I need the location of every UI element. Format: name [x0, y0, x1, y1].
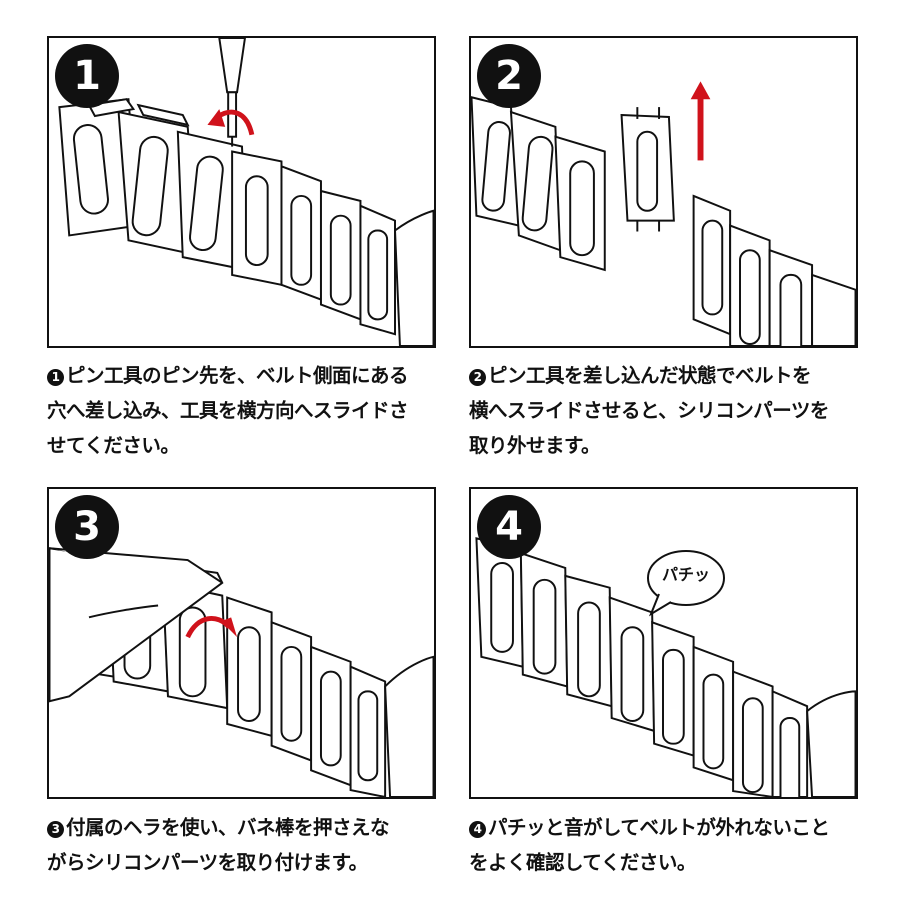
step-2-badge: 2 — [477, 44, 541, 108]
silicone-part — [620, 107, 675, 232]
step-4-illustration — [475, 537, 856, 797]
step-2-illustration — [471, 81, 856, 346]
caption-line: 取り外せます。 — [469, 434, 601, 457]
caption-line: せてください。 — [47, 434, 180, 457]
belt-link-right — [231, 150, 283, 286]
belt-link — [651, 620, 695, 757]
belt-link-right — [270, 620, 313, 762]
pin-tool-icon — [218, 38, 246, 147]
step-4-panel: 4 — [469, 487, 858, 799]
step-1-illustration — [58, 38, 434, 346]
belt-link — [608, 596, 656, 733]
belt-link-right — [692, 194, 732, 336]
curved-arrow-icon — [221, 617, 238, 638]
step-2-number-icon: 2 — [469, 369, 486, 386]
belt-link-right — [349, 665, 387, 797]
up-arrow-icon — [690, 81, 711, 161]
belt-link — [732, 670, 774, 797]
step-1-number-icon: 1 — [47, 369, 64, 386]
watch-case-edge — [393, 209, 434, 346]
step-4-badge: 4 — [477, 495, 541, 559]
belt-link-top — [136, 103, 190, 127]
caption-line-text: ピン工具のピン先を、ベルト側面にある — [66, 364, 409, 387]
caption-line: をよく確認してください。 — [469, 851, 696, 874]
belt-link-right — [729, 224, 771, 346]
caption-line-text: 付属のヘラを使い、バネ棒を押さえな — [66, 816, 390, 839]
step-1-badge: 1 — [55, 44, 119, 108]
belt-link-right — [359, 204, 396, 336]
step-3-badge: 3 — [55, 495, 119, 559]
caption-line-text: パチッと音がしてベルトが外れないこと — [488, 816, 830, 839]
watch-case-edge — [384, 655, 434, 797]
belt-link-right — [280, 164, 322, 302]
caption-line: 横へスライドさせると、シリコンパーツを — [469, 399, 829, 422]
belt-link — [564, 574, 613, 708]
belt-link — [519, 551, 569, 688]
watch-case-edge — [806, 690, 856, 797]
belt-link-right — [319, 189, 362, 321]
speech-bubble-text: パチッ — [661, 565, 710, 584]
caption-line: がらシリコンパーツを取り付けます。 — [47, 851, 368, 874]
caption-line: 穴へ差し込み、工具を横方向へスライドさ — [47, 399, 409, 422]
step-3-illustration — [49, 547, 434, 797]
belt-link-right — [768, 248, 814, 346]
step-4-number-icon: 4 — [469, 821, 486, 838]
belt-link-right — [310, 645, 352, 787]
belt-link-right — [226, 596, 273, 738]
caption-line-text: ピン工具を差し込んだ状態でベルトを — [488, 364, 812, 387]
step-3-number-icon: 3 — [47, 821, 64, 838]
step-2-panel: 2 — [469, 36, 858, 348]
belt-link-left — [554, 135, 606, 272]
belt-link-left — [509, 110, 562, 252]
watch-case-edge — [811, 273, 856, 346]
step-3-panel: 3 — [47, 487, 436, 799]
belt-link — [692, 645, 735, 782]
belt-link — [771, 689, 809, 797]
step-1-panel: 1 — [47, 36, 436, 348]
belt-link-left — [58, 98, 140, 237]
speech-bubble-icon: パチッ — [645, 548, 727, 617]
